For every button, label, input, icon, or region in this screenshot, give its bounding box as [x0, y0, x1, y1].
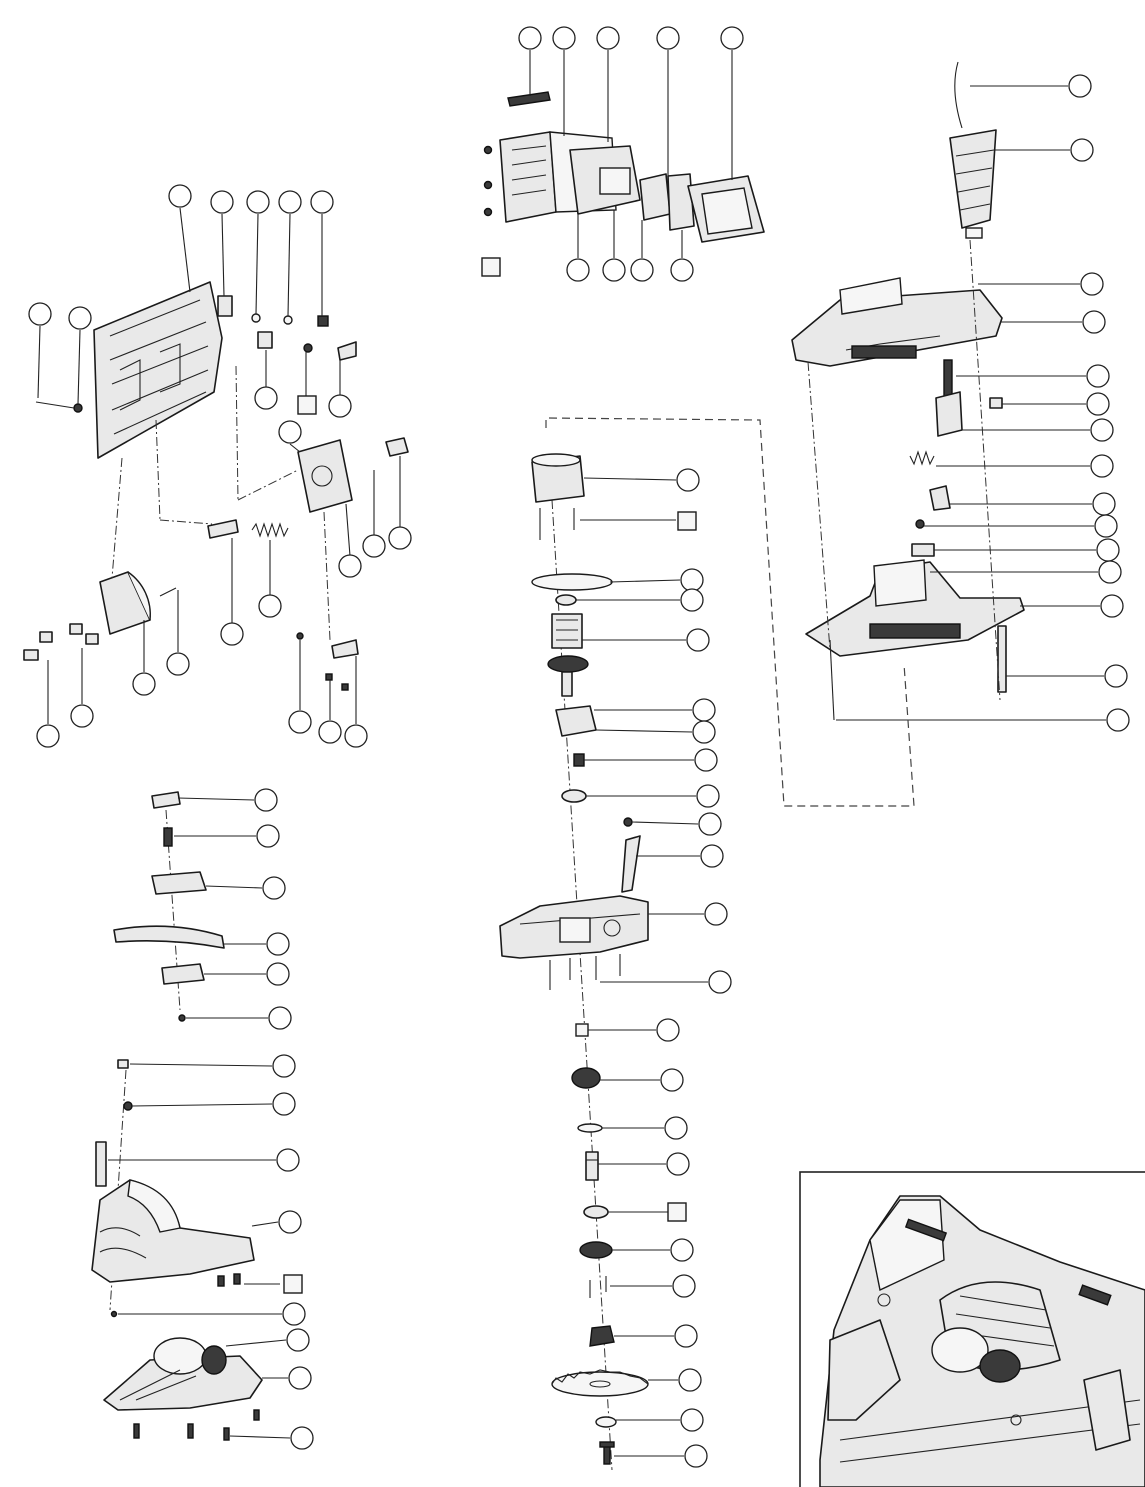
bearing-3	[583, 1205, 609, 1219]
guard-ball	[178, 1014, 186, 1022]
base-plate-assembly	[23, 184, 412, 748]
antenna-cable	[954, 61, 963, 129]
guard-pin	[95, 1141, 107, 1187]
terminal-strip	[507, 91, 551, 107]
upper-housing	[791, 277, 1003, 367]
knob-spring	[163, 827, 173, 847]
battery-clip	[667, 173, 695, 231]
callouts-bottom	[566, 210, 694, 282]
guard-dot	[110, 1310, 118, 1318]
blade-bolt	[599, 1441, 615, 1465]
blade-washer	[595, 1416, 617, 1428]
shaft-pin	[207, 519, 239, 539]
callouts-base	[28, 184, 412, 748]
lower-screws-guard	[133, 1409, 260, 1441]
handle-assembly	[791, 61, 1130, 732]
long-screw-right	[997, 625, 1007, 693]
small-parts-left	[23, 587, 177, 661]
bushing	[575, 1023, 589, 1037]
lower-housing	[805, 559, 1025, 657]
lock-lever	[337, 341, 357, 361]
grip	[949, 129, 997, 239]
blade-guard-assembly	[91, 788, 314, 1450]
arm-bracket	[621, 835, 641, 893]
handle-axis	[807, 239, 1001, 701]
output-gear	[571, 1067, 601, 1089]
callouts-handle	[836, 74, 1130, 732]
depth-bracket	[217, 295, 233, 317]
spindle	[585, 1151, 599, 1181]
flange-screws	[589, 1276, 607, 1298]
base-plate	[93, 281, 223, 459]
inset-tool-body	[819, 1195, 1145, 1487]
angle-guide	[99, 571, 151, 635]
bearing-1	[555, 594, 577, 606]
screw-small	[623, 817, 633, 827]
motor-can	[531, 453, 585, 503]
callouts-guard	[108, 788, 314, 1450]
clamp	[151, 871, 207, 895]
plunger	[911, 543, 935, 557]
washer-b	[283, 315, 293, 325]
top-knob	[151, 791, 181, 809]
side-screw	[35, 401, 83, 413]
lower-guard	[103, 1337, 263, 1411]
nut	[317, 315, 329, 327]
inner-flange	[579, 1241, 613, 1259]
axis-lines-left	[111, 365, 331, 641]
callout-box-left	[481, 257, 501, 277]
thin-washer	[577, 1123, 603, 1133]
contact-plate	[639, 173, 671, 221]
guard-arm	[113, 925, 225, 949]
gear-housing	[499, 895, 649, 959]
callouts-top	[518, 26, 744, 180]
bearing-2	[561, 789, 587, 803]
lock-button	[989, 397, 1003, 409]
spring	[251, 522, 289, 538]
outer-flange	[589, 1325, 615, 1347]
assembled-tool-inset	[799, 1171, 1145, 1487]
guard-screws	[217, 1273, 241, 1287]
dashed-connector	[545, 417, 915, 807]
adjust-knob	[385, 437, 409, 457]
clamp-block	[257, 331, 273, 349]
bevel-bracket	[297, 439, 353, 513]
battery-cover	[687, 175, 765, 243]
pivot-pin	[303, 343, 313, 353]
callouts-motor	[576, 468, 732, 1468]
guard-screw	[117, 1059, 129, 1069]
housing-pins	[549, 954, 621, 990]
lower-screws	[296, 632, 359, 691]
guard-bracket	[161, 963, 205, 985]
motor-screws	[539, 508, 575, 540]
guard-ball-2	[123, 1101, 133, 1111]
switch-lever	[929, 485, 951, 511]
upper-guard	[91, 1179, 255, 1283]
saw-blade	[551, 1369, 649, 1397]
switch-module	[569, 145, 641, 215]
long-screw-left	[829, 639, 835, 721]
battery-switch-assembly	[481, 26, 765, 282]
brush-holder	[555, 705, 597, 737]
brush-spring	[573, 753, 585, 767]
armature	[547, 613, 589, 697]
trigger	[935, 359, 963, 437]
trigger-spring	[909, 450, 935, 466]
motor-blade-assembly	[499, 453, 732, 1471]
washer-a	[251, 313, 261, 323]
small-ball	[915, 519, 925, 529]
gasket-ring	[531, 573, 613, 591]
screws-left	[483, 145, 493, 217]
